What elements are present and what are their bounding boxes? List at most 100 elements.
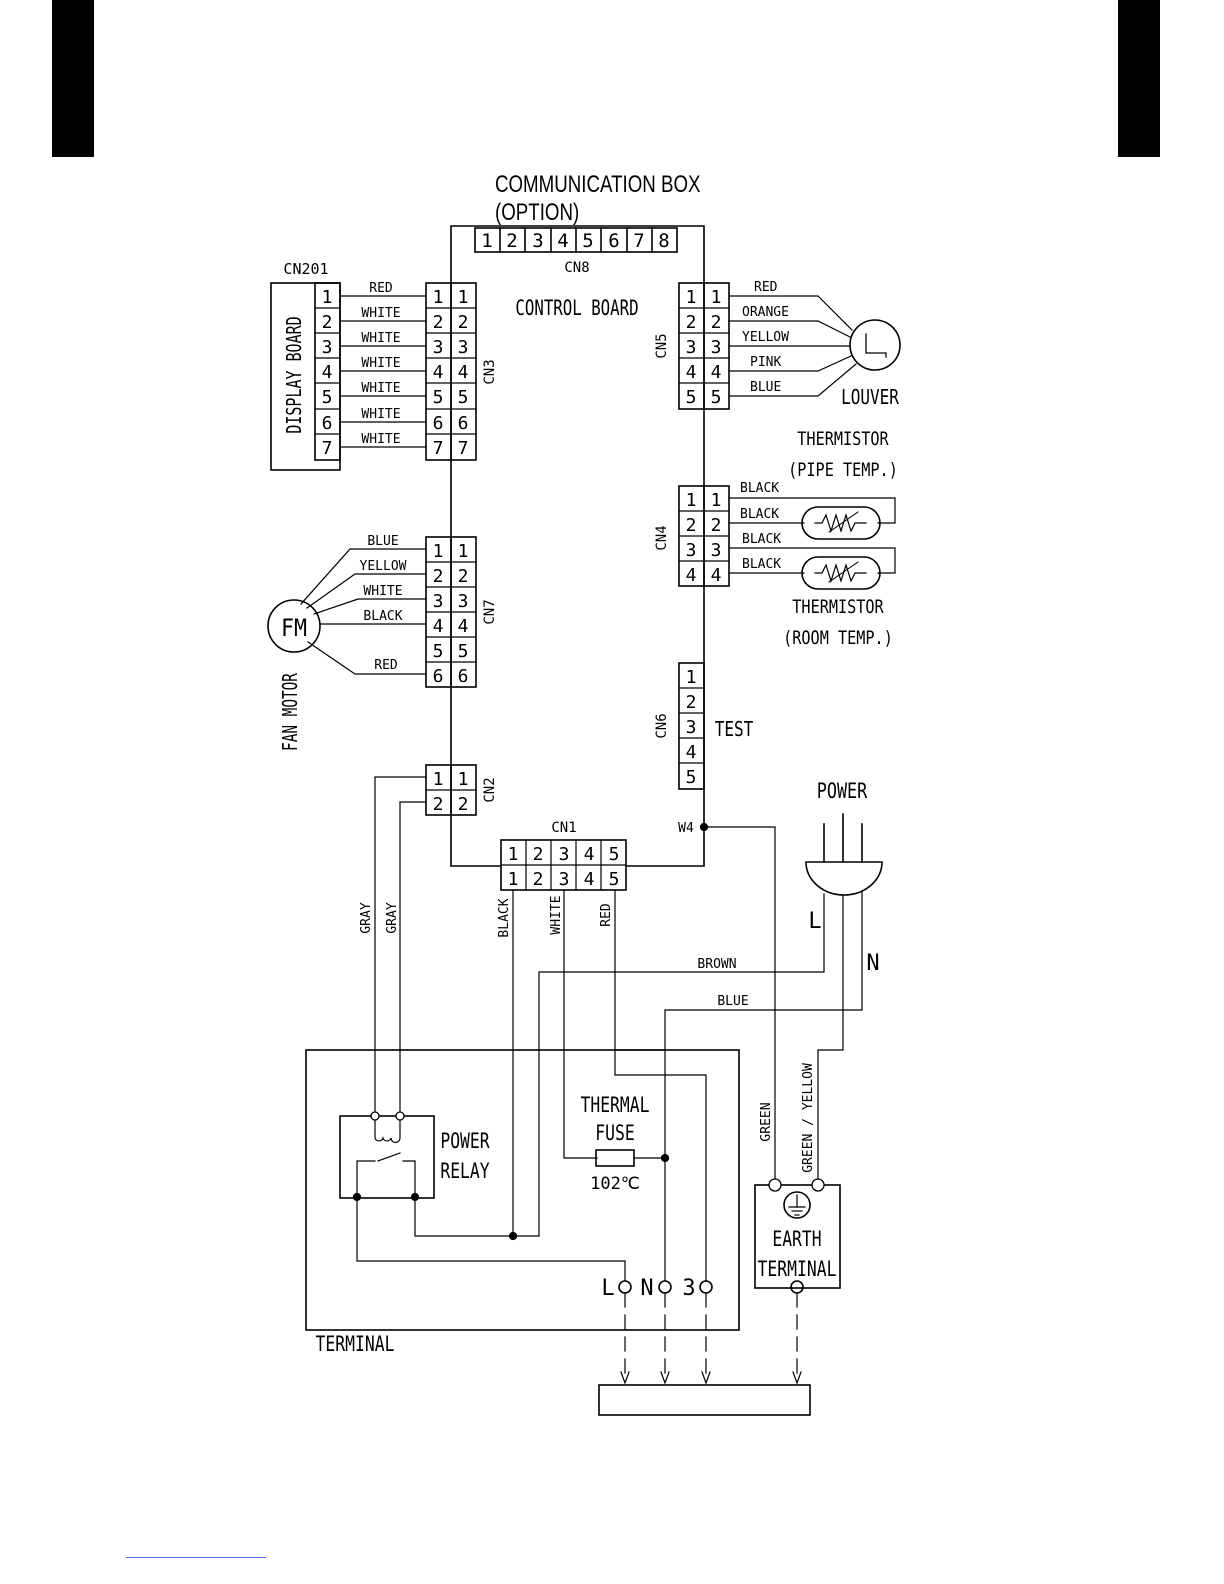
title-line2: (OPTION) <box>495 199 579 226</box>
cn201-pin: 7 <box>322 438 333 459</box>
display-wire-color: RED <box>369 281 393 296</box>
cn6-pin: 3 <box>686 717 697 738</box>
cn8-pin: 5 <box>582 230 593 252</box>
cn201-label: CN201 <box>283 260 328 278</box>
cn6-label: CN6 <box>654 713 670 738</box>
cn1-pin: 2 <box>533 844 544 865</box>
cn3-pin: 7 <box>433 438 444 459</box>
cn3-pin: 4 <box>458 362 469 383</box>
cn1-pin: 1 <box>508 844 519 865</box>
cn3-pin: 3 <box>458 337 469 358</box>
power-n-label: N <box>866 951 879 976</box>
cn3-pin: 3 <box>433 337 444 358</box>
thermistor-wire-color: BLACK <box>740 507 779 522</box>
cn5-pin: 3 <box>686 337 697 358</box>
cn1-pin: 4 <box>584 869 595 890</box>
w4-label: W4 <box>678 821 694 836</box>
display-wire-color: WHITE <box>361 407 400 422</box>
cn2-wire-color: GRAY <box>359 902 374 933</box>
cn2-wire-color: GRAY <box>385 902 400 933</box>
fan-motor <box>267 599 321 653</box>
relay-label: POWER <box>440 1130 490 1153</box>
cn7-pin: 1 <box>433 541 444 562</box>
cn3-label: CN3 <box>482 359 498 384</box>
cn6-connector <box>678 662 705 790</box>
cn2-pin: 1 <box>433 769 444 790</box>
fuse-label: THERMAL <box>580 1094 649 1117</box>
fan-wire-color: RED <box>374 658 398 673</box>
cn6-pin: 2 <box>686 692 697 713</box>
cn7-pin: 3 <box>458 591 469 612</box>
cn5-pin: 3 <box>711 337 722 358</box>
cn4-pin: 2 <box>686 515 697 536</box>
cn5-pin: 5 <box>711 387 722 408</box>
thermistor-wire-color: BLACK <box>742 532 781 547</box>
cn3-pin: 6 <box>433 413 444 434</box>
thermal-fuse <box>595 1149 635 1167</box>
cn1-wire-color: RED <box>599 903 614 927</box>
cn6-pin: 5 <box>686 767 697 788</box>
earth-terminal-pin <box>790 1280 804 1294</box>
cn8-pin: 7 <box>633 230 644 252</box>
cn5-pin: 4 <box>686 362 697 383</box>
louver-wire-color: ORANGE <box>742 305 789 320</box>
power-relay-box <box>339 1115 435 1199</box>
fan-wire-color: WHITE <box>363 584 402 599</box>
cn2-pin: 2 <box>433 794 444 815</box>
cn5-pin: 5 <box>686 387 697 408</box>
power-label: POWER <box>817 779 868 803</box>
display-wire-color: WHITE <box>361 356 400 371</box>
louver-wire-color: BLUE <box>750 380 781 395</box>
louver-motor <box>849 319 901 371</box>
corner-bar-left <box>52 0 94 157</box>
cn3-pin: 2 <box>458 312 469 333</box>
cn1-pin: 4 <box>584 844 595 865</box>
louver-wire-color: PINK <box>750 355 781 370</box>
control-board-label: CONTROL BOARD <box>515 297 638 321</box>
earth-terminal-label: EARTH <box>772 1228 821 1251</box>
room-thermistor <box>801 556 881 590</box>
cn5-pin: 2 <box>711 312 722 333</box>
terminal-label: TERMINAL <box>316 1333 395 1356</box>
fan-wire-color: BLACK <box>363 609 402 624</box>
test-label: TEST <box>715 718 754 741</box>
cn7-pin: 2 <box>458 566 469 587</box>
cn7-pin: 3 <box>433 591 444 612</box>
cn1-wire-color: WHITE <box>549 895 564 934</box>
cn2-label: CN2 <box>482 777 498 802</box>
cn2-pin: 1 <box>458 769 469 790</box>
cn4-pin: 3 <box>711 540 722 561</box>
cn4-pin: 1 <box>711 490 722 511</box>
cn5-pin: 1 <box>686 287 697 308</box>
cn4-pin: 3 <box>686 540 697 561</box>
cn8-pin: 4 <box>557 230 568 252</box>
corner-bar-right <box>1118 0 1160 157</box>
cn2-pin: 2 <box>458 794 469 815</box>
pipe-thermistor-label: THERMISTOR <box>797 428 889 450</box>
terminal-n-label: N <box>640 1276 653 1301</box>
terminal-l-pin <box>618 1280 632 1294</box>
display-board-label: DISPLAY BOARD <box>284 316 307 433</box>
cn4-pin: 1 <box>686 490 697 511</box>
cn7-pin: 1 <box>458 541 469 562</box>
cn1-pin: 3 <box>559 869 570 890</box>
footer-rule <box>126 1557 266 1558</box>
power-plug <box>805 861 883 896</box>
terminal-3-pin <box>699 1280 713 1294</box>
fuse-rating: 102℃ <box>590 1174 640 1194</box>
display-wire-color: WHITE <box>361 306 400 321</box>
terminal-l-label: L <box>601 1276 614 1301</box>
thermistor-wire-color: BLACK <box>742 557 781 572</box>
cn201-pin: 5 <box>322 387 333 408</box>
external-terminal-block <box>598 1384 811 1416</box>
cn3-pin: 6 <box>458 413 469 434</box>
earth-terminal-label: TERMINAL <box>758 1258 837 1281</box>
pipe-thermistor-label: (PIPE TEMP.) <box>788 459 898 481</box>
cn6-pin: 1 <box>686 667 697 688</box>
fan-motor-symbol: FM <box>281 615 307 642</box>
fan-motor-label: FAN MOTOR <box>280 673 303 751</box>
cn4-pin: 4 <box>686 565 697 586</box>
cn7-pin: 2 <box>433 566 444 587</box>
cn5-pin: 2 <box>686 312 697 333</box>
